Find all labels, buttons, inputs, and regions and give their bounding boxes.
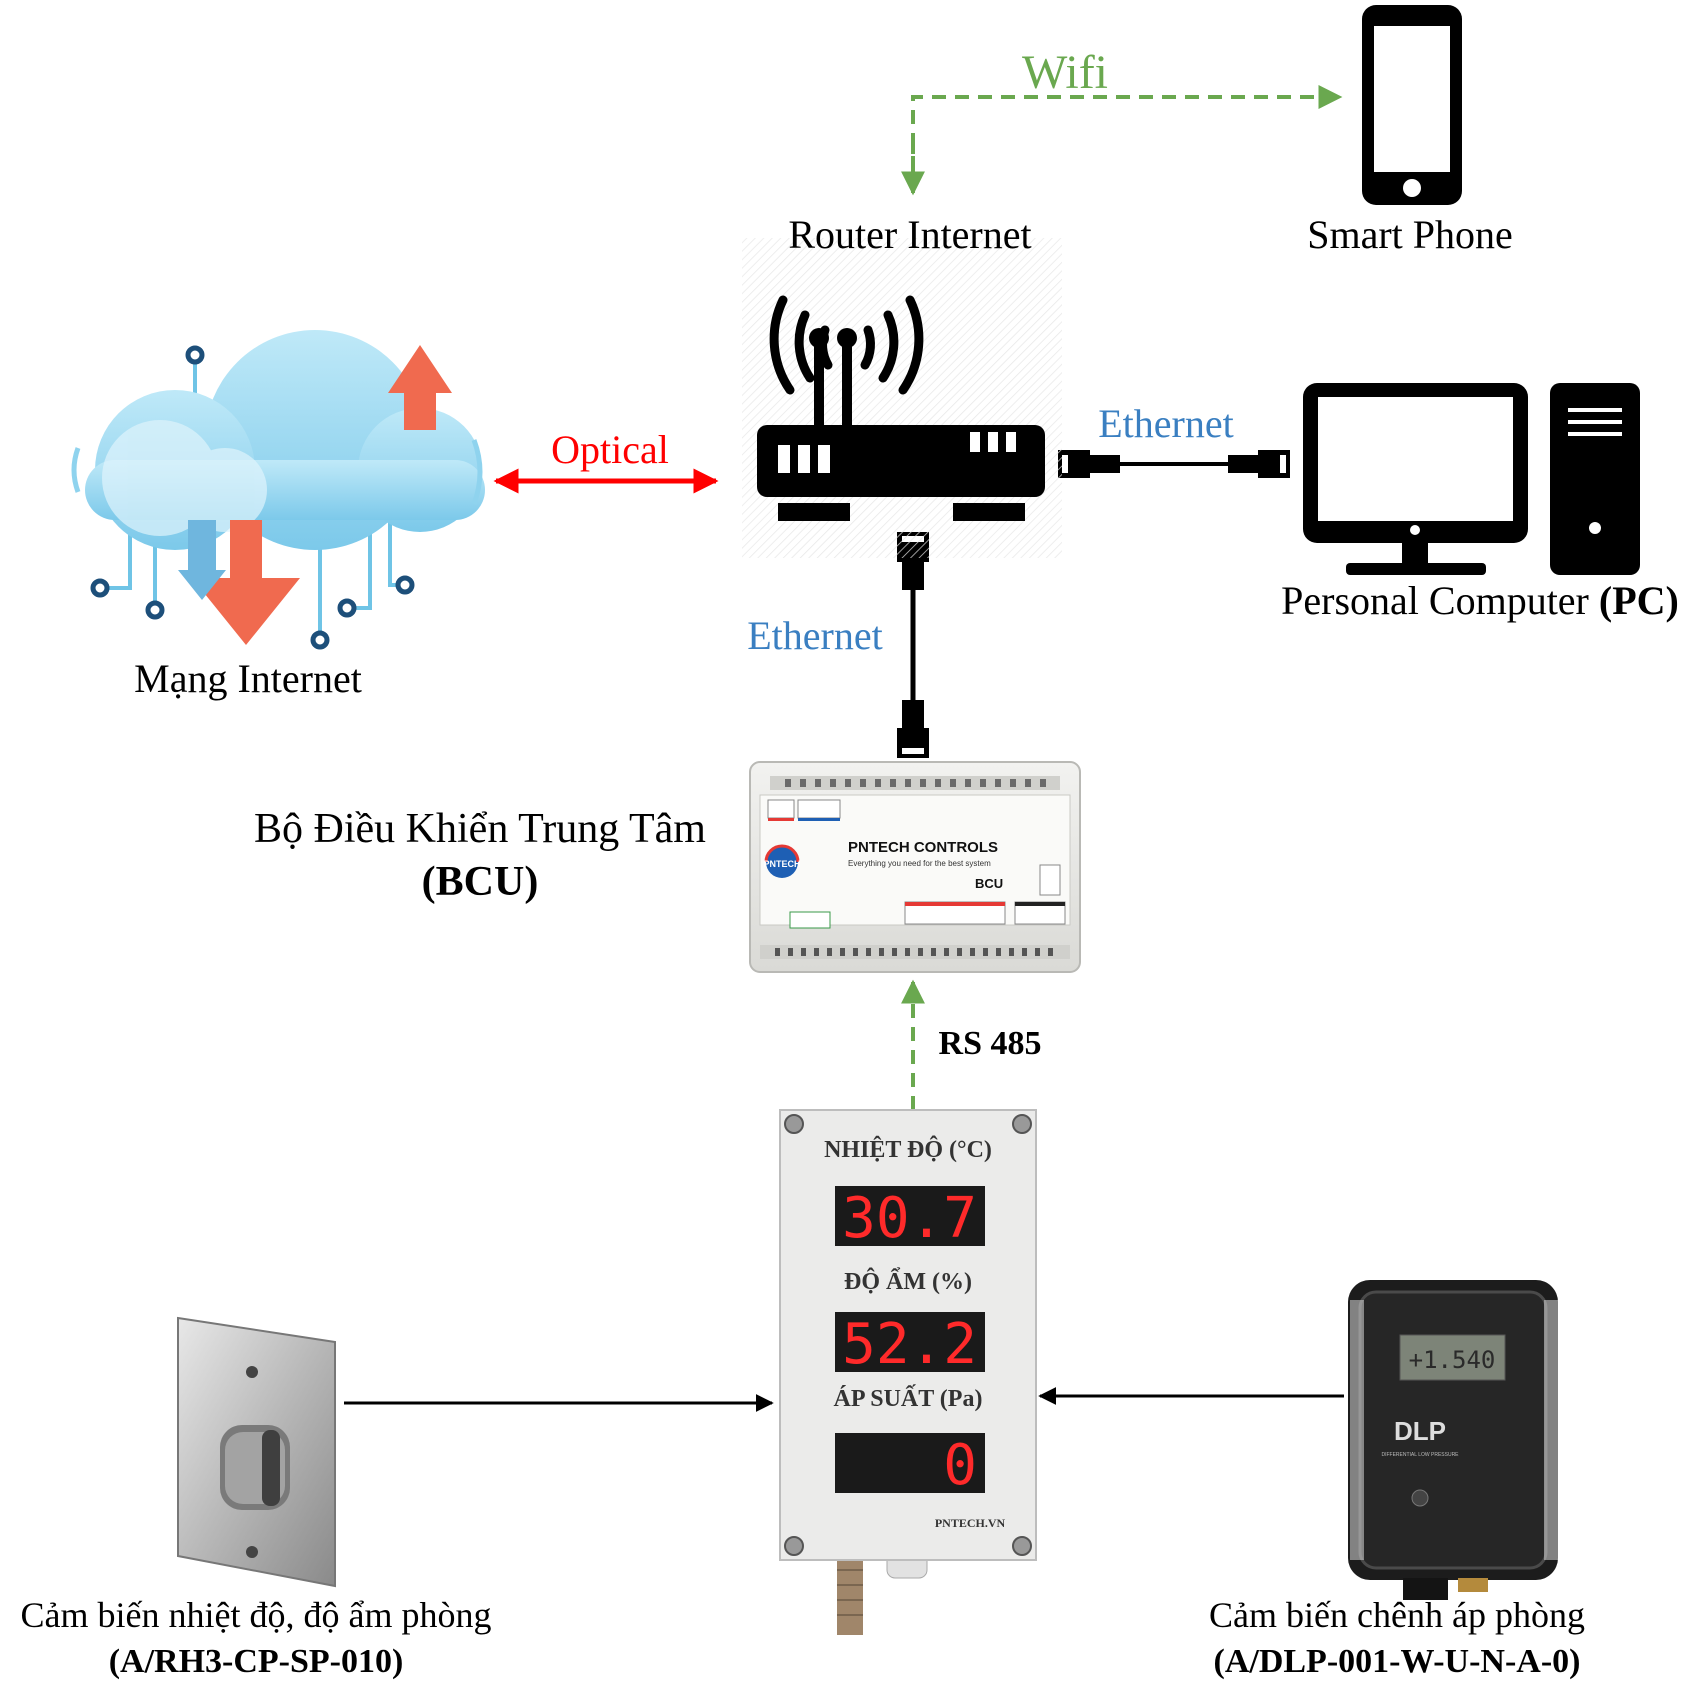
display-panel: NHIỆT ĐỘ (°C) 30.7 ĐỘ ẨM (%) 52.2 ÁP SUẤ… (779, 1109, 1037, 1635)
bcu-model: BCU (975, 876, 1003, 891)
ethernet-bcu-link (897, 532, 929, 758)
pressure-value: 0 (943, 1433, 977, 1498)
dlp-sub: DIFFERENTIAL LOW PRESSURE (1381, 1452, 1459, 1458)
phone-label: Smart Phone (1307, 212, 1513, 257)
optical-label: Optical (551, 427, 669, 472)
wifi-label: Wifi (1022, 46, 1108, 99)
internet-label: Mạng Internet (134, 656, 362, 701)
bcu-brand: PNTECH CONTROLS (848, 839, 998, 856)
right-sensor-label: Cảm biến chênh áp phòng (1209, 1595, 1585, 1635)
pc-label: Personal Computer (PC) (1281, 578, 1679, 623)
bcu-label: Bộ Điều Khiển Trung Tâm (254, 806, 706, 852)
bcu-tagline: Everything you need for the best system (848, 859, 991, 868)
dlp-brand: DLP (1394, 1416, 1446, 1446)
pc-label-text: Personal Computer (1281, 578, 1589, 623)
temp-value: 30.7 (842, 1186, 977, 1251)
router-icon (757, 295, 1045, 521)
differential-pressure-sensor: +1.540 DLP DIFFERENTIAL LOW PRESSURE (1348, 1280, 1558, 1600)
rs485-label: RS 485 (939, 1025, 1042, 1062)
bcu-label-bold: (BCU) (422, 859, 539, 905)
right-sensor-model: (A/DLP-001-W-U-N-A-0) (1214, 1643, 1581, 1680)
bcu-device: PNTECH PNTECH CONTROLS Everything you ne… (749, 761, 1081, 973)
smartphone-icon (1362, 5, 1462, 205)
pressure-label: ÁP SUẤT (Pa) (834, 1385, 983, 1412)
humidity-label: ĐỘ ẨM (%) (844, 1268, 972, 1295)
pc-label-bold: (PC) (1599, 578, 1679, 623)
ethernet-pc-label: Ethernet (1098, 401, 1234, 446)
router-label: Router Internet (788, 212, 1031, 257)
temp-label: NHIỆT ĐỘ (°C) (824, 1137, 992, 1163)
bcu-logo: PNTECH (763, 859, 800, 869)
left-sensor-label: Cảm biến nhiệt độ, độ ẩm phòng (21, 1595, 492, 1635)
dlp-screen: +1.540 (1409, 1346, 1496, 1374)
pc-icon (1303, 383, 1640, 575)
display-brand: PNTECH.VN (935, 1516, 1006, 1530)
cloud-icon (71, 330, 485, 650)
temp-humidity-sensor (177, 1316, 336, 1588)
ethernet-pc-link (1058, 450, 1290, 478)
ethernet-bcu-label: Ethernet (747, 613, 883, 658)
left-sensor-model: (A/RH3-CP-SP-010) (109, 1643, 404, 1680)
humidity-value: 52.2 (842, 1312, 977, 1377)
wifi-link (901, 85, 1343, 196)
